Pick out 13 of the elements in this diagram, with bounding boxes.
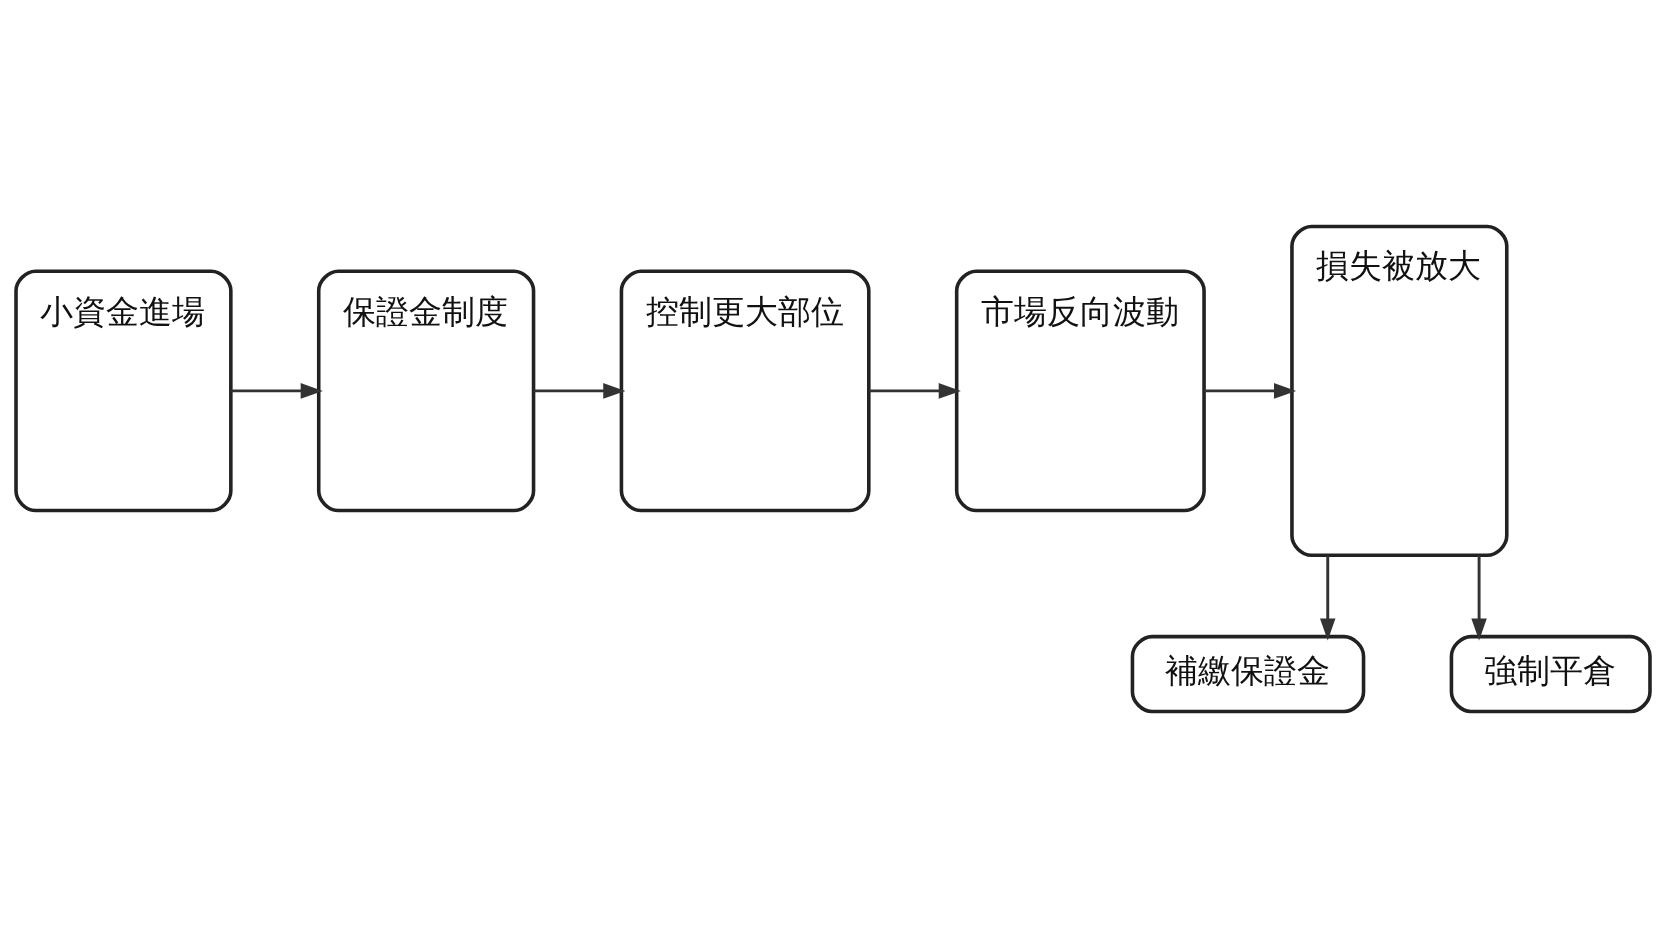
node-box: 損失被放大	[1290, 224, 1509, 557]
arrow	[1204, 382, 1297, 399]
arrow	[1471, 555, 1487, 641]
node-box: 保證金制度	[316, 268, 536, 512]
arrow	[533, 382, 626, 399]
node-box: 市場反向波動	[954, 268, 1206, 512]
node-box: 小資金進場	[14, 268, 233, 512]
node-box: 強制平倉	[1449, 634, 1652, 713]
arrow	[231, 382, 323, 399]
node-box: 控制更大部位	[619, 268, 871, 512]
node-box: 補繳保證金	[1130, 634, 1366, 713]
arrow	[1320, 555, 1336, 641]
arrow	[869, 382, 961, 399]
